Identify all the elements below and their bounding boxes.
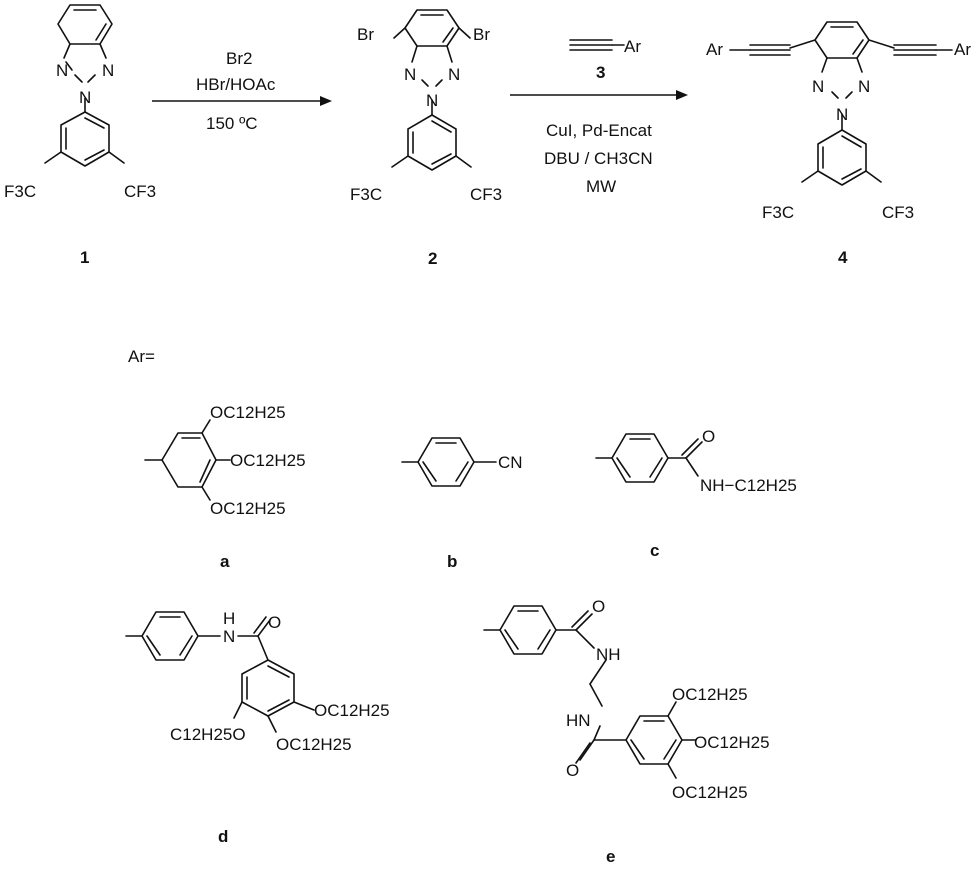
step1-conditions: 150 ºC bbox=[206, 114, 258, 133]
substituent-b-structure bbox=[401, 437, 497, 487]
substituent-a-label: a bbox=[220, 552, 230, 571]
compound-4-n-left: N bbox=[812, 77, 824, 96]
substituent-e-label: e bbox=[606, 847, 615, 866]
substituent-e-structure bbox=[483, 605, 697, 779]
compound-1-n-left: N bbox=[56, 61, 68, 80]
reaction-arrow-2-head bbox=[676, 90, 688, 100]
compound-1-n-bottom: N bbox=[79, 88, 91, 107]
substituent-a-oc12h25-mid: OC12H25 bbox=[230, 451, 306, 470]
compound-1-f3c: F3C bbox=[4, 182, 36, 201]
substituent-a-oc12h25-bottom: OC12H25 bbox=[210, 499, 286, 518]
compound-4-number: 4 bbox=[838, 248, 848, 267]
substituent-c-carbonyl-o: O bbox=[702, 427, 715, 446]
substituent-b-label: b bbox=[447, 552, 457, 571]
substituent-e-carbonyl-o-bottom: O bbox=[566, 761, 579, 780]
substituent-e-oc12h25-top: OC12H25 bbox=[672, 685, 748, 704]
ar-definition-header: Ar= bbox=[128, 347, 155, 366]
step2-conditions-line1: CuI, Pd-Encat bbox=[546, 121, 652, 140]
substituent-d-oc12h25-bottom: OC12H25 bbox=[276, 735, 352, 754]
reagent-3-alkyne bbox=[569, 39, 625, 51]
compound-4-cf3: CF3 bbox=[882, 203, 914, 222]
compound-4-f3c: F3C bbox=[762, 203, 794, 222]
compound-2-f3c: F3C bbox=[350, 185, 382, 204]
substituent-e-hn-bottom: HN bbox=[566, 711, 591, 730]
substituent-d-label: d bbox=[218, 827, 228, 846]
compound-2-n-bottom: N bbox=[426, 91, 438, 110]
substituent-d-carbonyl-o: O bbox=[268, 613, 281, 632]
reagent-3-ar: Ar bbox=[624, 37, 641, 56]
compound-4-n-right: N bbox=[858, 77, 870, 96]
substituent-d-nh-h: H bbox=[223, 609, 235, 628]
substituent-d-oc12h25-right: OC12H25 bbox=[314, 701, 390, 720]
compound-4-ar-right: Ar bbox=[954, 40, 971, 59]
substituent-b-cn: CN bbox=[498, 453, 523, 472]
compound-2-n-left: N bbox=[404, 65, 416, 84]
compound-1-cf3: CF3 bbox=[124, 182, 156, 201]
compound-1-n-right: N bbox=[102, 61, 114, 80]
substituent-e-oc12h25-bottom: OC12H25 bbox=[672, 783, 748, 802]
compound-4-n-bottom: N bbox=[836, 105, 848, 124]
substituent-e-oc12h25-mid: OC12H25 bbox=[694, 733, 770, 752]
compound-2-br-left: Br bbox=[357, 25, 374, 44]
compound-2-br-right: Br bbox=[473, 25, 490, 44]
reaction-arrow-1-head bbox=[320, 96, 332, 106]
step1-reagent-br2: Br2 bbox=[226, 49, 252, 68]
step2-conditions-line3: MW bbox=[586, 177, 616, 196]
reagent-3-number: 3 bbox=[596, 63, 605, 82]
compound-2-structure bbox=[391, 9, 472, 171]
compound-4-ar-left: Ar bbox=[706, 40, 723, 59]
compound-1-structure bbox=[44, 4, 125, 167]
substituent-c-label: c bbox=[650, 541, 659, 560]
substituent-c-nh-c12h25: NH−C12H25 bbox=[700, 476, 797, 495]
substituent-d-c12h25o-left: C12H25O bbox=[170, 725, 246, 744]
compound-1-number: 1 bbox=[80, 248, 89, 267]
substituent-c-structure bbox=[595, 433, 703, 483]
compound-2-n-right: N bbox=[448, 65, 460, 84]
compound-2-cf3: CF3 bbox=[470, 185, 502, 204]
substituent-a-oc12h25-top: OC12H25 bbox=[210, 403, 286, 422]
substituent-a-structure bbox=[144, 419, 231, 501]
substituent-d-nh-n: N bbox=[223, 627, 235, 646]
substituent-e-carbonyl-o-top: O bbox=[592, 597, 605, 616]
substituent-e-nh-top: NH bbox=[596, 645, 621, 664]
substituent-d-structure bbox=[125, 611, 315, 733]
step2-conditions-line2: DBU / CH3CN bbox=[544, 149, 653, 168]
step1-reagent-hbr-hoac: HBr/HOAc bbox=[196, 75, 276, 94]
compound-4-structure bbox=[729, 21, 953, 186]
compound-2-number: 2 bbox=[428, 249, 437, 268]
